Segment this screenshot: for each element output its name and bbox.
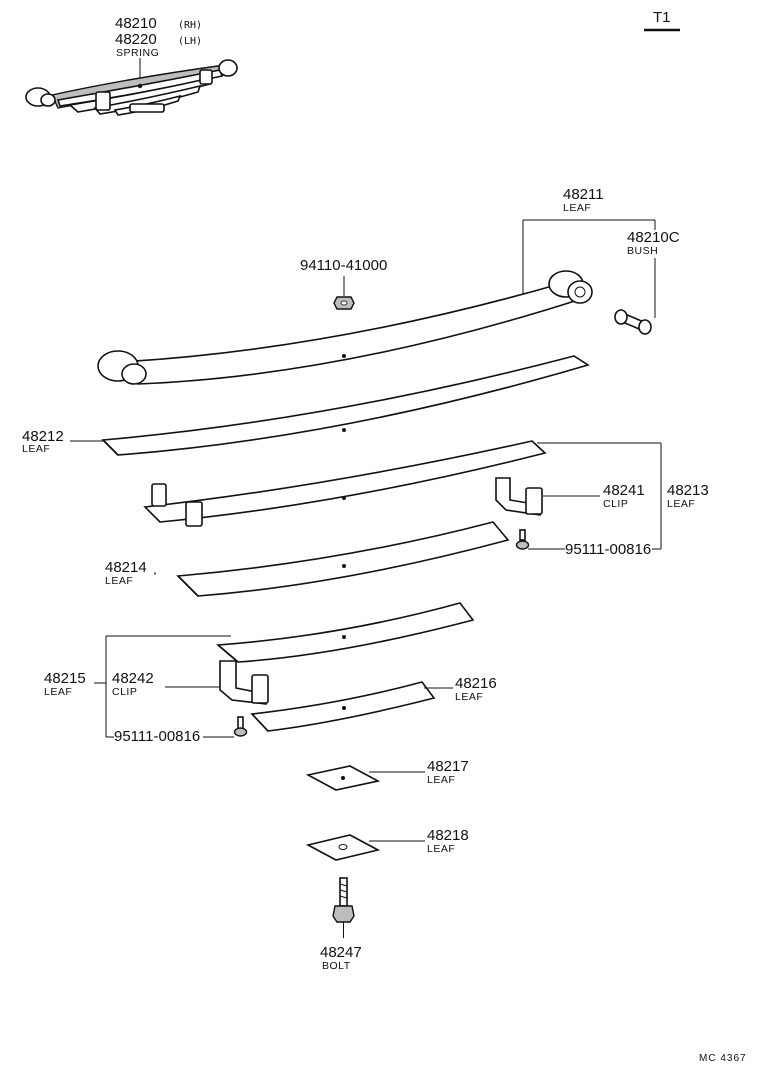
callout-48242-name: CLIP — [112, 686, 137, 698]
assembly-name: SPRING — [116, 47, 159, 59]
callout-48212-number: 48212 — [22, 428, 64, 445]
callout-48247-number: 48247 — [320, 944, 362, 961]
callout-48216-number: 48216 — [455, 675, 497, 692]
page-code: T1 — [653, 9, 671, 26]
clip-48242-part — [219, 660, 269, 705]
leaf-48212-part — [101, 355, 590, 456]
callout-48213-name: LEAF — [667, 498, 695, 510]
callout-48218-number: 48218 — [427, 827, 469, 844]
leaf-48217-part — [305, 765, 381, 791]
figure-code: MC 4367 — [699, 1053, 747, 1064]
callout-48210c-name: BUSH — [627, 245, 658, 257]
callout-48214-name: LEAF — [105, 575, 133, 587]
nut-part — [333, 296, 355, 310]
bolt-48247-part — [332, 877, 355, 938]
callout-48216-name: LEAF — [455, 691, 483, 703]
callout-48215-name: LEAF — [44, 686, 72, 698]
bush-48210c-part — [614, 309, 652, 335]
callout-48211-number: 48211 — [563, 186, 604, 203]
bolt-95111-upper-part — [515, 529, 530, 550]
callout-94110-41000-number: 94110-41000 — [300, 257, 387, 274]
callout-48215-number: 48215 — [44, 670, 86, 687]
callout-95111-00816-lower-number: 95111-00816 — [114, 728, 200, 745]
callout-48247-name: BOLT — [322, 960, 351, 972]
callout-48217-name: LEAF — [427, 774, 455, 786]
callout-48241-name: CLIP — [603, 498, 628, 510]
callout-48241-number: 48241 — [603, 482, 645, 499]
callout-48242-number: 48242 — [112, 670, 154, 687]
callout-48210c-number: 48210C — [627, 229, 680, 246]
assembled-spring-illustration — [25, 58, 238, 116]
assembly-side-lh: (LH) — [178, 36, 202, 47]
leaf-48218-part — [305, 834, 381, 861]
assembly-number-lh: 48220 — [115, 31, 157, 48]
leaf-48214-part — [176, 521, 510, 597]
bolt-95111-lower-part — [233, 716, 248, 737]
leaf-48216-part — [250, 681, 436, 732]
leaf-48213-part — [143, 440, 547, 527]
leaf-48215-part — [215, 602, 475, 663]
callout-48213-number: 48213 — [667, 482, 709, 499]
assembly-number-rh: 48210 — [115, 15, 157, 32]
callout-48212-name: LEAF — [22, 443, 50, 455]
callout-48217-number: 48217 — [427, 758, 469, 775]
leaf-48211-part — [97, 270, 593, 385]
clip-48241-part — [495, 477, 543, 516]
assembly-side-rh: (RH) — [178, 20, 202, 31]
callout-48211-name: LEAF — [563, 202, 591, 214]
callout-48218-name: LEAF — [427, 843, 455, 855]
callout-48214-number: 48214 — [105, 559, 147, 576]
callout-95111-00816-upper-number: 95111-00816 — [565, 541, 651, 558]
